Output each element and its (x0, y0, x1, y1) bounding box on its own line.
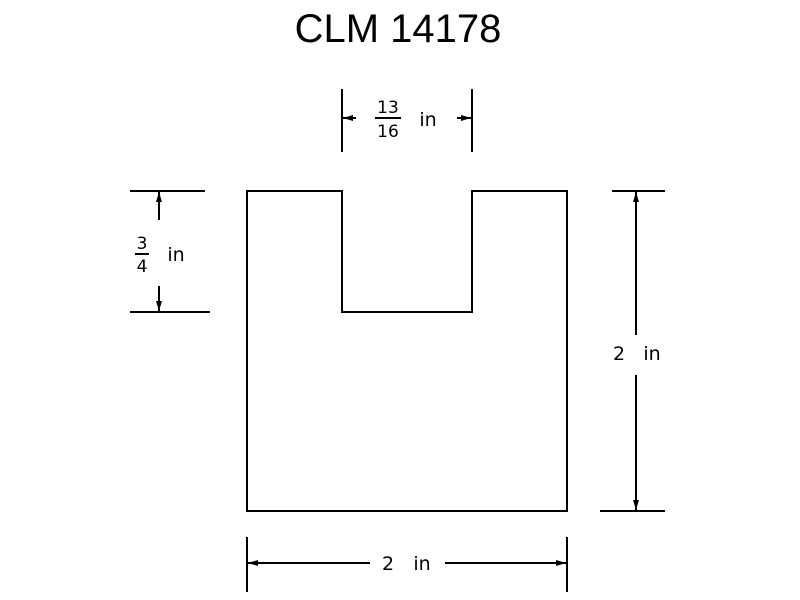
slot-width-denominator: 16 (377, 122, 399, 142)
width-unit: in (413, 553, 430, 575)
slot-width-unit: in (419, 109, 436, 131)
slot-width-dimension: 13 16 in (341, 89, 473, 152)
slot-depth-denominator: 4 (137, 257, 148, 277)
slot-width-numerator: 13 (377, 98, 399, 118)
slot-depth-dimension: 3 4 in (130, 190, 210, 313)
width-dimension: 2 in (246, 537, 568, 592)
slot-depth-unit: in (167, 244, 184, 266)
height-value: 2 (613, 343, 625, 365)
profile-outline (246, 190, 568, 512)
height-unit: in (643, 343, 660, 365)
drawing-title: CLM 14178 (295, 7, 502, 51)
height-dimension: 2 in (600, 190, 665, 512)
width-value: 2 (382, 553, 394, 575)
slot-depth-numerator: 3 (137, 234, 148, 254)
